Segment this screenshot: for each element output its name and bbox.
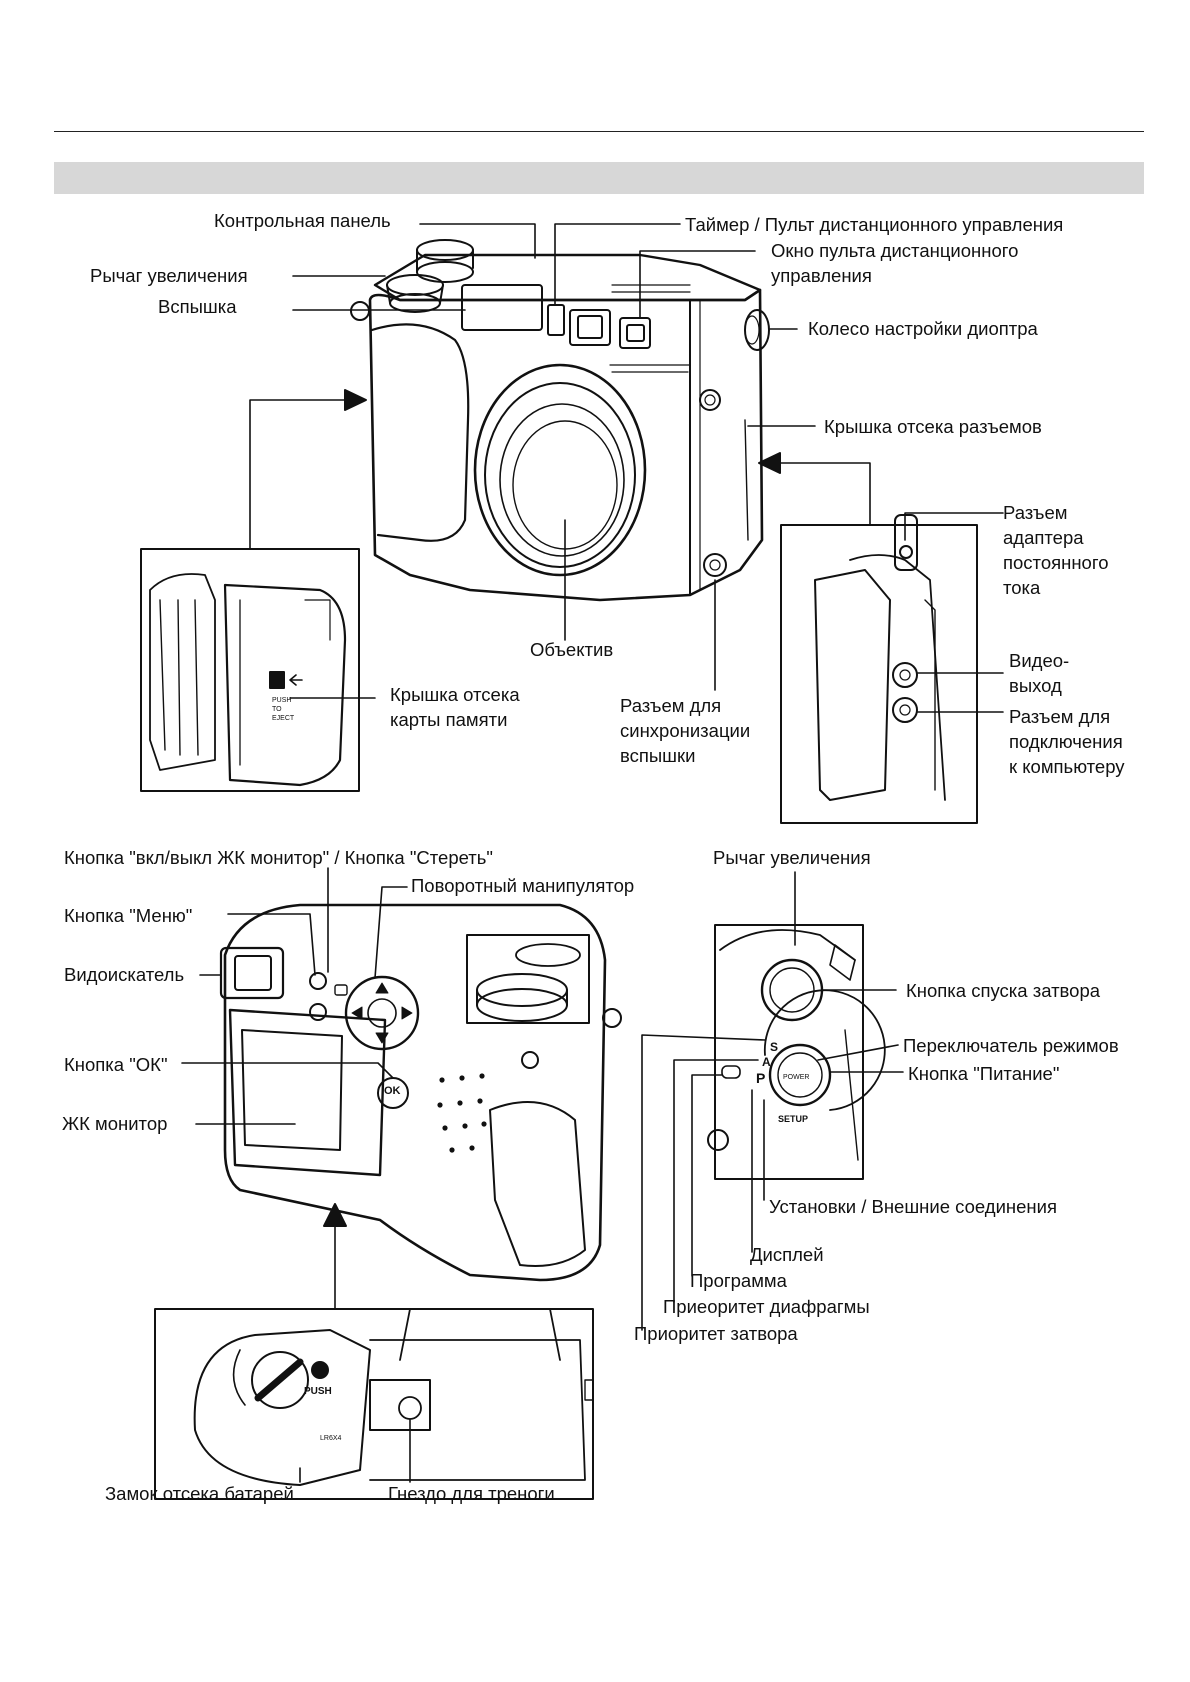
card-cover-inset: PUSH TO EJECT: [140, 389, 367, 792]
label-lcd-monitor: ЖК монитор: [62, 1113, 168, 1134]
top-leader-lines: [289, 223, 1004, 713]
label-card-cover: Крышка отсека карты памяти: [390, 684, 520, 730]
ok-print: OK: [384, 1085, 401, 1097]
label-battery-lock: Замок отсека батарей: [105, 1483, 294, 1504]
label-zoom-lever-front: Рычаг увеличения: [90, 265, 248, 286]
label-pc-connector: Разъем для подключения к компьютеру: [1009, 706, 1125, 777]
label-timer-remote: Таймер / Пульт дистанционного управления: [685, 214, 1064, 235]
label-aperture-priority: Приеоритет диафрагмы: [663, 1296, 870, 1317]
svg-text:P: P: [756, 1070, 765, 1086]
card-door-print-3: EJECT: [272, 715, 295, 722]
bottom-leader-lines: [181, 867, 904, 1483]
label-display: Дисплей: [750, 1244, 824, 1265]
camera-front-illustration: [350, 239, 770, 602]
label-video-out: Видео- выход: [1009, 650, 1070, 696]
label-mode-switch: Переключатель режимов: [903, 1035, 1119, 1056]
label-flash: Вспышка: [158, 296, 237, 317]
power-print: POWER: [783, 1074, 809, 1081]
bottom-plate-inset: PUSH LR6X4: [154, 1203, 594, 1500]
svg-text:S: S: [770, 1040, 778, 1054]
label-remote-window: Окно пульта дистанционного управления: [771, 240, 1019, 286]
label-setup: Установки / Внешние соединения: [769, 1196, 1057, 1217]
label-connector-cover: Крышка отсека разъемов: [824, 416, 1042, 437]
label-control-panel: Контрольная панель: [214, 210, 391, 231]
battery-print: LR6X4: [320, 1435, 342, 1442]
label-program: Программа: [690, 1270, 787, 1291]
camera-back-illustration: [219, 903, 622, 1282]
label-power-button: Кнопка "Питание": [908, 1063, 1060, 1084]
label-lcd-erase-button: Кнопка "вкл/выкл ЖК монитор" / Кнопка "С…: [64, 847, 493, 868]
label-dc-adapter-jack: Разъем адаптера постоянного тока: [1003, 502, 1109, 598]
label-diopter-wheel: Колесо настройки диоптра: [808, 318, 1038, 339]
label-tripod-socket: Гнездо для треноги: [388, 1483, 555, 1504]
svg-text:A: A: [762, 1055, 771, 1069]
label-shutter-priority: Приоритет затвора: [634, 1323, 798, 1344]
mode-dial-inset: POWER SETUP P A S: [707, 924, 886, 1180]
label-menu-button: Кнопка "Меню": [64, 905, 193, 926]
push-print: PUSH: [304, 1386, 332, 1397]
setup-print: SETUP: [778, 1114, 808, 1124]
label-viewfinder: Видоискатель: [64, 964, 185, 985]
section-title-band: [54, 162, 1144, 194]
label-flash-sync: Разъем для синхронизации вспышки: [620, 695, 751, 766]
label-zoom-lever-back: Рычаг увеличения: [713, 847, 871, 868]
card-door-print-1: PUSH: [272, 697, 291, 704]
card-door-print-2: TO: [272, 706, 282, 713]
label-ok-button: Кнопка "ОК": [64, 1054, 168, 1075]
header-rule: [54, 131, 1144, 132]
label-dial: Поворотный манипулятор: [411, 875, 635, 896]
label-lens: Объектив: [530, 639, 614, 660]
label-shutter-button: Кнопка спуска затвора: [906, 980, 1101, 1001]
connector-cover-inset: [758, 452, 978, 824]
